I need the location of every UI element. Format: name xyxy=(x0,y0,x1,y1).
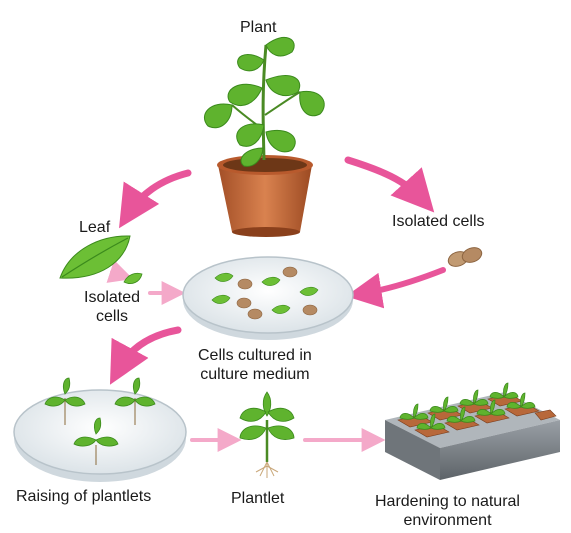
label-isolated-cells-right: Isolated cells xyxy=(392,213,485,230)
label-hardening-line1: Hardening to natural xyxy=(375,493,520,510)
label-plantlet: Plantlet xyxy=(231,490,285,507)
petri-dish-plantlets-icon xyxy=(13,377,187,482)
arrow-plant-to-leaf xyxy=(119,169,192,229)
arrow-isolated-cells-to-dish xyxy=(345,267,446,309)
label-cells-cultured: Cells cultured in culture medium xyxy=(198,346,312,384)
label-cells-cultured-line1: Cells cultured in xyxy=(198,347,312,364)
label-isolated-cells-left: Isolated cells xyxy=(84,288,140,326)
potted-plant-icon xyxy=(203,36,325,237)
plantlet-icon xyxy=(239,391,295,478)
arrow-plant-to-isolated-cells xyxy=(344,156,435,213)
leaf-fragment-icon xyxy=(123,272,143,284)
label-isolated-cells-left-line2: cells xyxy=(96,308,129,325)
seed-cells-icon xyxy=(447,247,483,267)
leaf-icon xyxy=(59,235,131,279)
petri-dish-center-icon xyxy=(182,256,354,340)
label-isolated-cells-left-line1: Isolated xyxy=(84,289,141,306)
seedling-tray-icon xyxy=(385,382,560,480)
label-cells-cultured-line2: culture medium xyxy=(200,366,310,383)
label-raising-of-plantlets: Raising of plantlets xyxy=(16,488,152,505)
label-hardening: Hardening to natural environment xyxy=(375,492,520,530)
label-leaf: Leaf xyxy=(79,219,111,236)
label-hardening-line2: environment xyxy=(403,512,492,529)
arrow-dish-to-raising xyxy=(109,326,182,385)
label-plant: Plant xyxy=(240,19,277,36)
arrow-leaf-to-cells xyxy=(106,260,134,283)
